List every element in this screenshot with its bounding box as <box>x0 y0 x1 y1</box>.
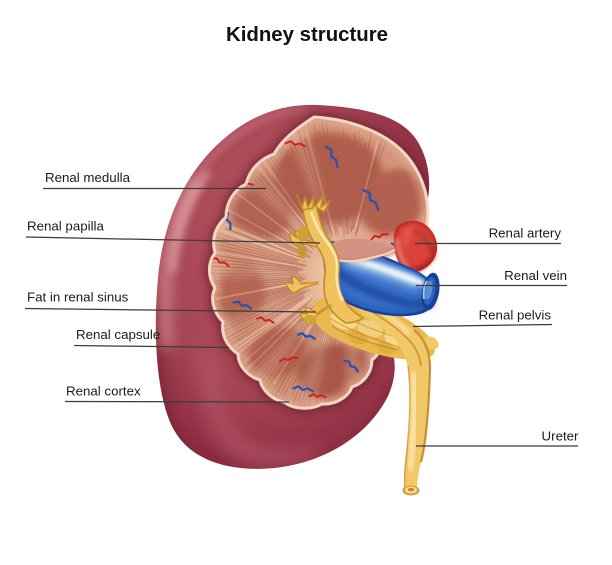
svg-text:Kidney structure: Kidney structure <box>226 24 388 46</box>
svg-text:Renal cortex: Renal cortex <box>66 384 141 399</box>
svg-text:Renal medulla: Renal medulla <box>45 170 131 185</box>
svg-text:Renal capsule: Renal capsule <box>76 327 160 342</box>
svg-text:Renal vein: Renal vein <box>504 268 567 283</box>
svg-text:Ureter: Ureter <box>542 429 580 444</box>
svg-text:Renal artery: Renal artery <box>489 226 562 241</box>
svg-text:Fat in renal sinus: Fat in renal sinus <box>27 290 129 305</box>
svg-text:Renal papilla: Renal papilla <box>27 219 104 234</box>
svg-text:Renal pelvis: Renal pelvis <box>479 308 552 323</box>
